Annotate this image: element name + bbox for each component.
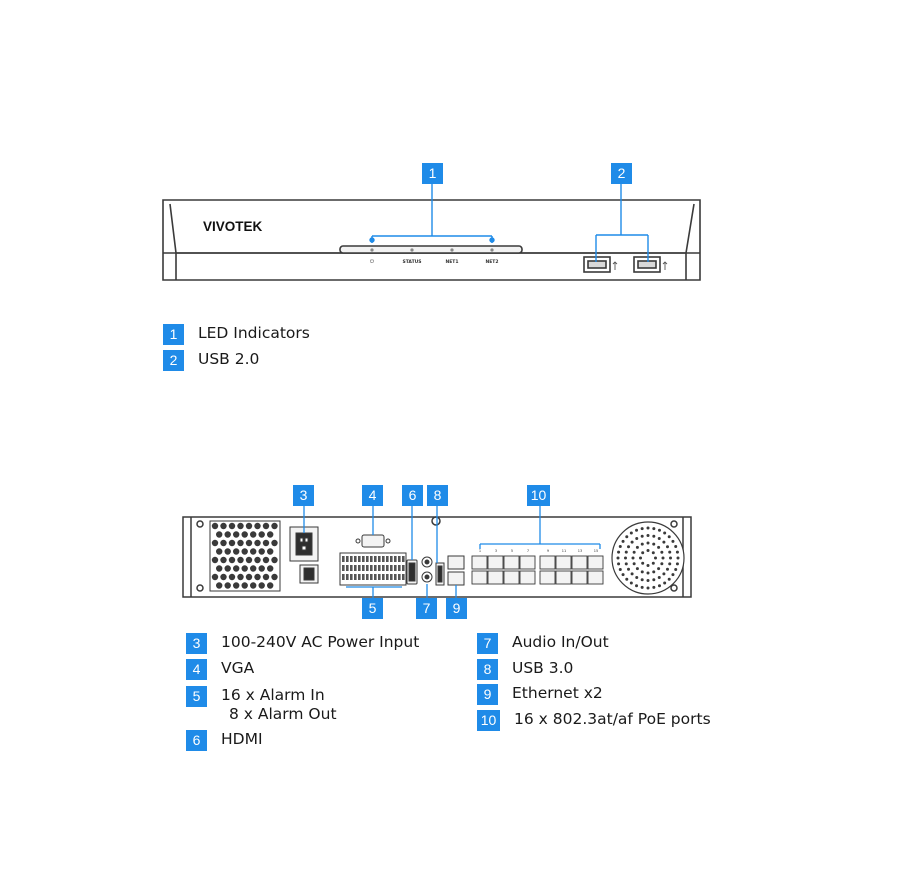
ethernet-ports — [447, 555, 465, 586]
front-callout-lines — [369, 183, 649, 262]
poe-port-number: 1 — [479, 549, 481, 553]
legend-badge: 7 — [477, 633, 498, 654]
vga-port — [355, 534, 391, 548]
legend-badge: 2 — [163, 350, 184, 371]
led-dots — [370, 248, 494, 252]
brand-logo: VIVOTEK — [203, 219, 263, 234]
legend-label: 16 x Alarm In — [221, 686, 325, 704]
legend-badge: 3 — [186, 633, 207, 654]
usb-icon — [612, 261, 668, 270]
legend-item: 7 Audio In/Out — [477, 633, 609, 654]
legend-badge: 6 — [186, 730, 207, 751]
poe-port-number: 13 — [578, 549, 582, 553]
rear-callout-lines — [303, 506, 601, 598]
legend-item: 1 LED Indicators — [163, 324, 310, 345]
callout-badge-10: 10 — [527, 485, 550, 506]
callout-badge-7: 7 — [416, 598, 437, 619]
legend-badge: 8 — [477, 659, 498, 680]
legend-item: 9 Ethernet x2 — [477, 684, 603, 705]
front-chassis — [162, 199, 701, 281]
callout-badge-1: 1 — [422, 163, 443, 184]
usb3-port — [435, 562, 445, 586]
hdmi-port — [406, 559, 418, 585]
legend-label: HDMI — [221, 730, 263, 748]
legend-item: 6 HDMI — [186, 730, 263, 751]
legend-item: 2 USB 2.0 — [163, 350, 259, 371]
legend-label: VGA — [221, 659, 255, 677]
led-label-net1: NET1 — [445, 259, 458, 265]
legend-item: 8 USB 3.0 — [477, 659, 573, 680]
legend-label-line2: 8 x Alarm Out — [229, 705, 337, 723]
callout-badge-6: 6 — [402, 485, 423, 506]
legend-badge: 10 — [477, 710, 500, 731]
poe-port-number: 3 — [495, 549, 497, 553]
poe-port-number: 15 — [594, 549, 598, 553]
poe-port-number: 7 — [527, 549, 529, 553]
legend-badge: 1 — [163, 324, 184, 345]
poe-port-number: 11 — [562, 549, 566, 553]
legend-badge: 9 — [477, 684, 498, 705]
led-label-net2: NET2 — [485, 259, 498, 265]
led-label-power: ⏻ — [370, 259, 374, 265]
fan-grille-left — [209, 520, 281, 592]
legend-label: 16 x 802.3at/af PoE ports — [514, 710, 711, 728]
legend-label: 100-240V AC Power Input — [221, 633, 420, 651]
legend-label: USB 2.0 — [198, 350, 260, 368]
legend-label: USB 3.0 — [512, 659, 574, 677]
callout-badge-3: 3 — [293, 485, 314, 506]
legend-item: 4 VGA — [186, 659, 254, 680]
poe-ports — [471, 555, 604, 585]
audio-jacks — [421, 556, 433, 583]
callout-badge-9: 9 — [446, 598, 467, 619]
legend-item: 3 100-240V AC Power Input — [186, 633, 419, 654]
led-label-status: STATUS — [402, 259, 421, 265]
callout-badge-5: 5 — [362, 598, 383, 619]
poe-port-number: 9 — [547, 549, 549, 553]
callout-badge-8: 8 — [427, 485, 448, 506]
fan-grille-right — [611, 521, 685, 595]
legend-label: Ethernet x2 — [512, 684, 603, 702]
legend-label: Audio In/Out — [512, 633, 609, 651]
alarm-terminal — [339, 552, 407, 586]
legend-label: LED Indicators — [198, 324, 310, 342]
poe-port-number: 5 — [511, 549, 513, 553]
callout-badge-2: 2 — [611, 163, 632, 184]
callout-badge-4: 4 — [362, 485, 383, 506]
legend-label-multiline: 16 x Alarm In 8 x Alarm Out — [221, 686, 337, 724]
legend-item: 10 16 x 802.3at/af PoE ports — [477, 710, 711, 731]
legend-badge: 4 — [186, 659, 207, 680]
power-socket — [289, 526, 319, 584]
legend-badge: 5 — [186, 686, 207, 707]
legend-item: 5 16 x Alarm In 8 x Alarm Out — [186, 686, 337, 724]
